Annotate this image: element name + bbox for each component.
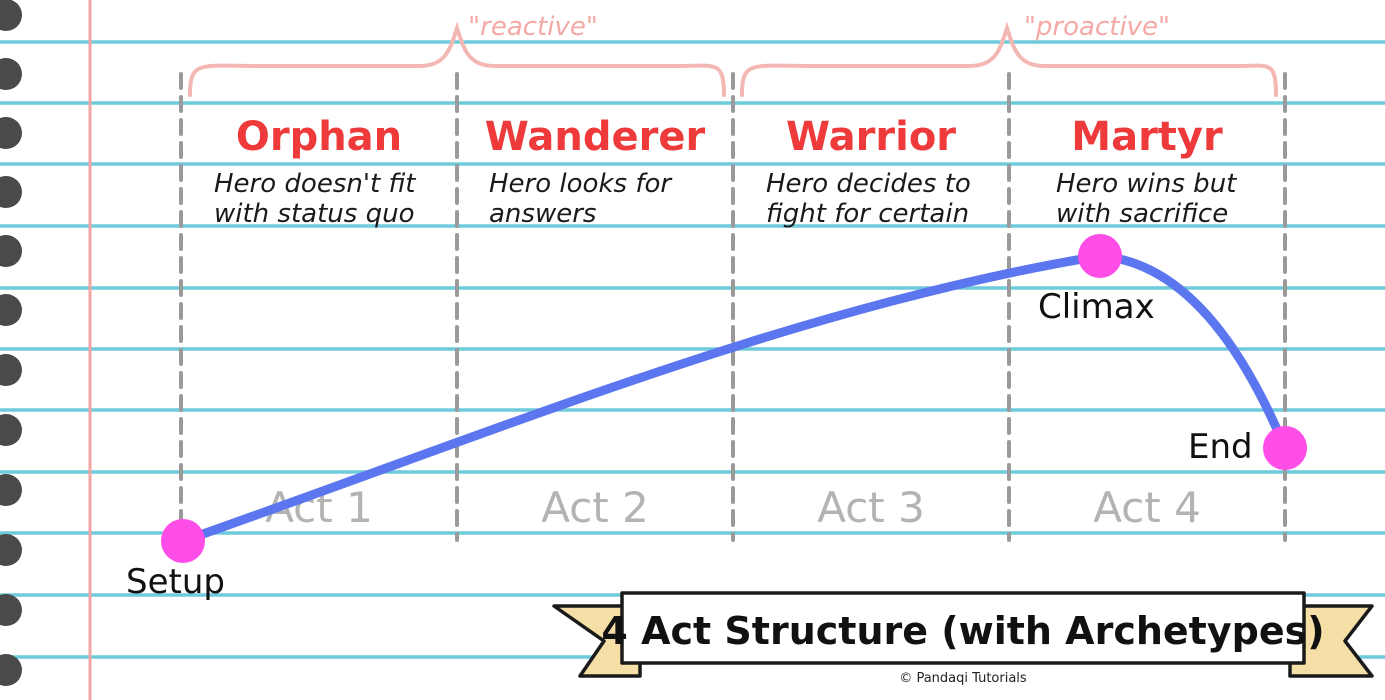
end-point <box>1263 426 1307 470</box>
binder-hole <box>0 235 22 267</box>
credit-text: © Pandaqi Tutorials <box>899 671 1027 686</box>
description-line: with status quo <box>214 199 414 229</box>
description-line: Hero decides to <box>766 169 971 199</box>
proactive-brace <box>740 21 1278 97</box>
ribbon-body <box>620 591 1306 665</box>
description-line: with sacrifice <box>1056 199 1228 229</box>
description-line: fight for certain <box>766 199 969 229</box>
description-line: Hero looks for <box>489 169 673 199</box>
climax-label: Climax <box>1038 287 1155 327</box>
description-line: Hero wins but <box>1056 169 1237 199</box>
story-curve <box>178 251 1290 546</box>
binder-hole <box>0 0 22 31</box>
setup-label: Setup <box>126 562 225 602</box>
archetype-orphan: Orphan <box>236 114 402 160</box>
binder-hole <box>0 534 22 566</box>
braces <box>188 21 1278 97</box>
binder-hole <box>0 654 22 686</box>
climax-point <box>1078 234 1122 278</box>
act-column-4: Martyr Hero wins but with sacrifice Act … <box>1056 114 1237 532</box>
archetype-martyr: Martyr <box>1071 114 1223 160</box>
act-column-2: Wanderer Hero looks for answers Act 2 <box>485 114 706 532</box>
description-line: answers <box>489 199 596 229</box>
binder-hole <box>0 594 22 626</box>
reactive-brace <box>188 21 726 97</box>
binder-hole <box>0 176 22 208</box>
binder-holes <box>0 0 22 686</box>
act-dividers <box>179 72 1287 542</box>
binder-hole <box>0 354 22 386</box>
binder-hole <box>0 414 22 446</box>
setup-point <box>161 519 205 563</box>
description-line: Hero doesn't fit <box>214 169 416 199</box>
reactive-label: "reactive" <box>468 12 598 42</box>
binder-hole <box>0 294 22 326</box>
binder-hole <box>0 58 22 90</box>
end-label: End <box>1188 427 1253 467</box>
diagram-title: 4 Act Structure (with Archetypes) <box>601 609 1324 653</box>
act-label: Act 4 <box>1093 483 1201 532</box>
binder-hole <box>0 474 22 506</box>
act-column-3: Warrior Hero decides to fight for certai… <box>766 114 971 532</box>
archetype-warrior: Warrior <box>786 114 956 160</box>
proactive-label: "proactive" <box>1024 12 1170 42</box>
archetype-wanderer: Wanderer <box>485 114 706 160</box>
title-ribbon <box>552 591 1374 678</box>
act-label: Act 2 <box>541 483 649 532</box>
binder-hole <box>0 117 22 149</box>
act-label: Act 3 <box>817 483 925 532</box>
